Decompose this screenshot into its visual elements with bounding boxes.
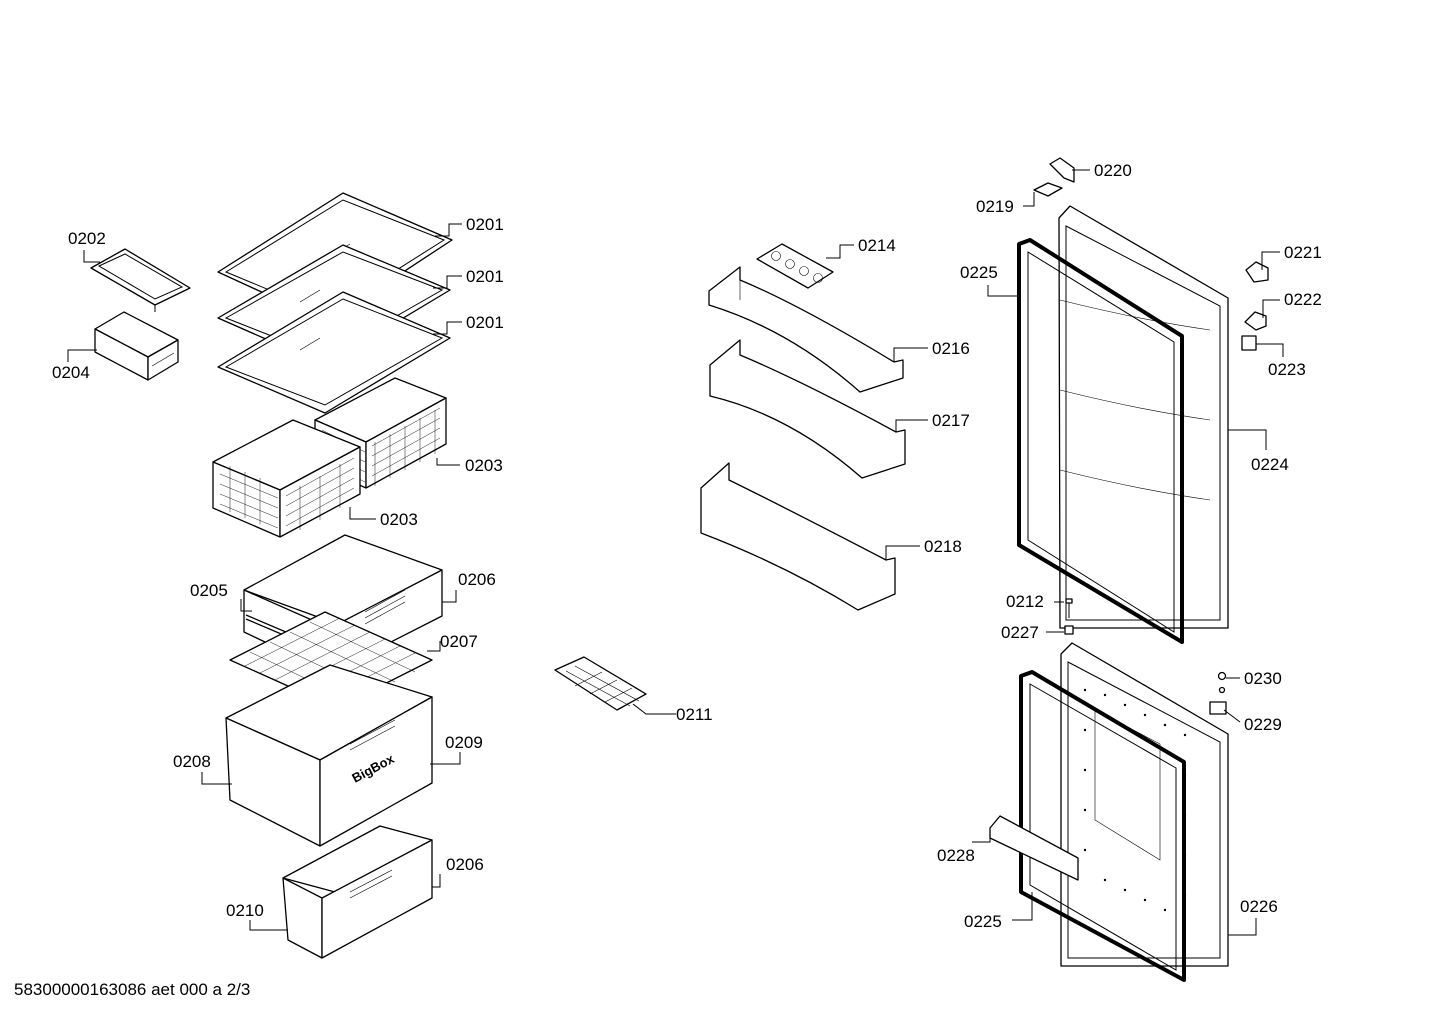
bushing-part-0227	[1064, 625, 1074, 635]
leader-lines	[67, 169, 1284, 936]
label-0203-a: 0203	[465, 456, 503, 475]
small-shelf-part-0202	[90, 248, 191, 312]
label-0217: 0217	[932, 411, 970, 430]
freezer-door-part-0226	[1060, 642, 1229, 967]
small-box-part-0204	[94, 311, 179, 381]
label-0207: 0207	[440, 632, 478, 651]
label-0204: 0204	[52, 363, 90, 382]
label-0211: 0211	[676, 705, 713, 724]
label-0220: 0220	[1094, 161, 1132, 180]
cap-part-0230	[1217, 671, 1227, 694]
document-footer-id: 58300000163086 aet 000 a 2/3	[14, 980, 251, 999]
label-0225-a: 0225	[960, 263, 998, 282]
hinge-part-0229	[1209, 701, 1227, 715]
label-0228: 0228	[937, 846, 975, 865]
bracket-part-0223	[1241, 335, 1257, 351]
fridge-door-part-0224	[1058, 205, 1229, 629]
label-0222: 0222	[1284, 290, 1322, 309]
label-0201-a: 0201	[466, 215, 504, 234]
part-number-labels: 0201 0201 0201 0202 0204 0203 0203 0205 …	[52, 161, 1322, 931]
label-0206-a: 0206	[458, 570, 496, 589]
label-0225-b: 0225	[964, 912, 1002, 931]
label-0223: 0223	[1268, 360, 1306, 379]
label-0202: 0202	[68, 229, 106, 248]
label-0226: 0226	[1240, 897, 1278, 916]
label-0208: 0208	[173, 752, 211, 771]
door-gasket-part-0225-lower	[1019, 670, 1186, 982]
cap-part-0219	[1033, 182, 1063, 197]
screw-part-0212	[1065, 598, 1073, 618]
label-0229: 0229	[1244, 715, 1282, 734]
glass-shelf-part-0201-bottom	[217, 291, 451, 414]
bigbox-drawer-part-0209: BigBox	[225, 664, 433, 847]
label-0210: 0210	[226, 901, 264, 920]
label-0206-b: 0206	[446, 855, 484, 874]
door-bin-part-0217	[709, 339, 906, 479]
hinge-part-0221	[1245, 261, 1269, 283]
label-0209: 0209	[445, 733, 483, 752]
label-0212: 0212	[1006, 592, 1044, 611]
label-0216: 0216	[932, 339, 970, 358]
label-0203-b: 0203	[380, 510, 418, 529]
label-0224: 0224	[1251, 455, 1289, 474]
label-0201-c: 0201	[466, 313, 504, 332]
hinge-part-0220	[1049, 157, 1075, 183]
crisper-drawer-part-0206-lower	[282, 825, 433, 959]
door-bin-part-0216	[708, 266, 904, 393]
door-gasket-part-0225-upper	[1017, 238, 1184, 644]
wire-basket-part-0203-left	[212, 419, 361, 538]
label-0205: 0205	[190, 581, 228, 600]
label-0219: 0219	[976, 197, 1014, 216]
label-0221: 0221	[1284, 243, 1322, 262]
egg-tray-part-0214	[756, 243, 834, 289]
label-0218: 0218	[924, 537, 962, 556]
ice-tray-part-0211	[554, 656, 647, 711]
cap-part-0222	[1244, 311, 1267, 331]
label-0227: 0227	[1001, 623, 1039, 642]
label-0201-b: 0201	[466, 267, 504, 286]
door-bin-part-0218	[700, 462, 896, 611]
label-0230: 0230	[1244, 669, 1282, 688]
label-0214: 0214	[858, 236, 896, 255]
